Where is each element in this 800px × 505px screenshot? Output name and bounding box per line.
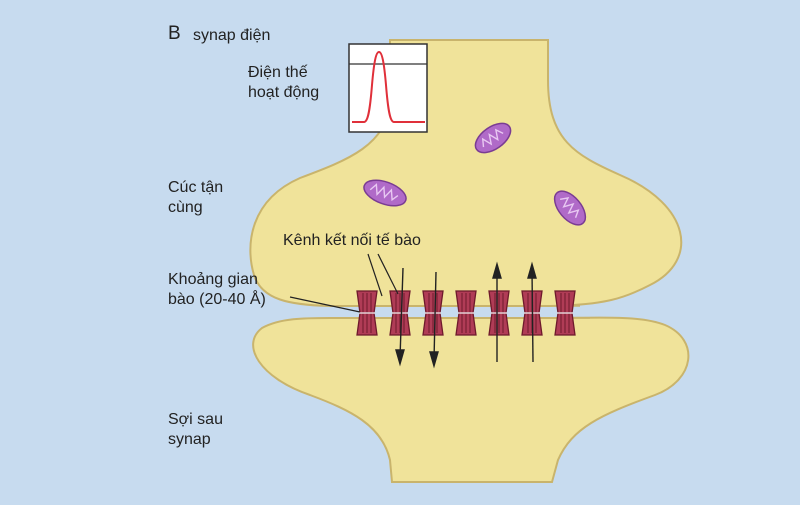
mitochondrion — [363, 179, 407, 207]
panel-title: synap điện — [193, 27, 271, 44]
postsynaptic-fiber — [252, 316, 690, 483]
mitochondrion — [553, 190, 587, 226]
action-potential-label-line2: hoạt động — [248, 84, 320, 101]
arrow-down — [433, 271, 437, 361]
gap-leader-line — [289, 296, 361, 313]
arrow-up — [531, 269, 534, 363]
arrow-down — [399, 267, 404, 359]
arrow-up-head — [492, 261, 502, 279]
arrow-down-head — [395, 349, 405, 367]
postsynaptic-label-line1: Sợi sau — [168, 411, 223, 428]
gap-label-line2: bào (20-40 Å) — [168, 291, 266, 308]
channel-leader-lines — [367, 253, 399, 297]
mitochondrion — [474, 122, 512, 154]
gap-label-line1: Khoảng gian — [168, 271, 258, 288]
terminal-label: Cúc tận cùng — [168, 178, 258, 218]
terminal-label-line2: cùng — [168, 199, 203, 216]
postsynaptic-label: Sợi sau synap — [168, 410, 258, 450]
arrow-up-head — [527, 261, 537, 279]
gap-junction-channels — [356, 290, 576, 336]
connexon-channel — [554, 290, 576, 336]
channel-label: Kênh kết nối tế bào — [283, 232, 421, 249]
action-potential-inset — [348, 43, 428, 133]
gap-label: Khoảng gian bào (20-40 Å) — [168, 270, 288, 310]
connexon-channel — [389, 290, 411, 336]
terminal-label-line1: Cúc tận — [168, 179, 224, 196]
connexon-channel — [356, 290, 378, 336]
panel-letter: B — [168, 23, 181, 44]
action-potential-trace — [352, 50, 425, 123]
connexon-channel — [488, 290, 510, 336]
connexon-channel — [455, 290, 477, 336]
connexon-channel — [422, 290, 444, 336]
action-potential-label: Điện thế hoạt động — [248, 63, 348, 103]
postsynaptic-label-line2: synap — [168, 431, 211, 448]
action-potential-label-line1: Điện thế — [248, 64, 308, 81]
ion-flow-arrows — [395, 261, 537, 369]
arrow-down-head — [429, 351, 439, 369]
